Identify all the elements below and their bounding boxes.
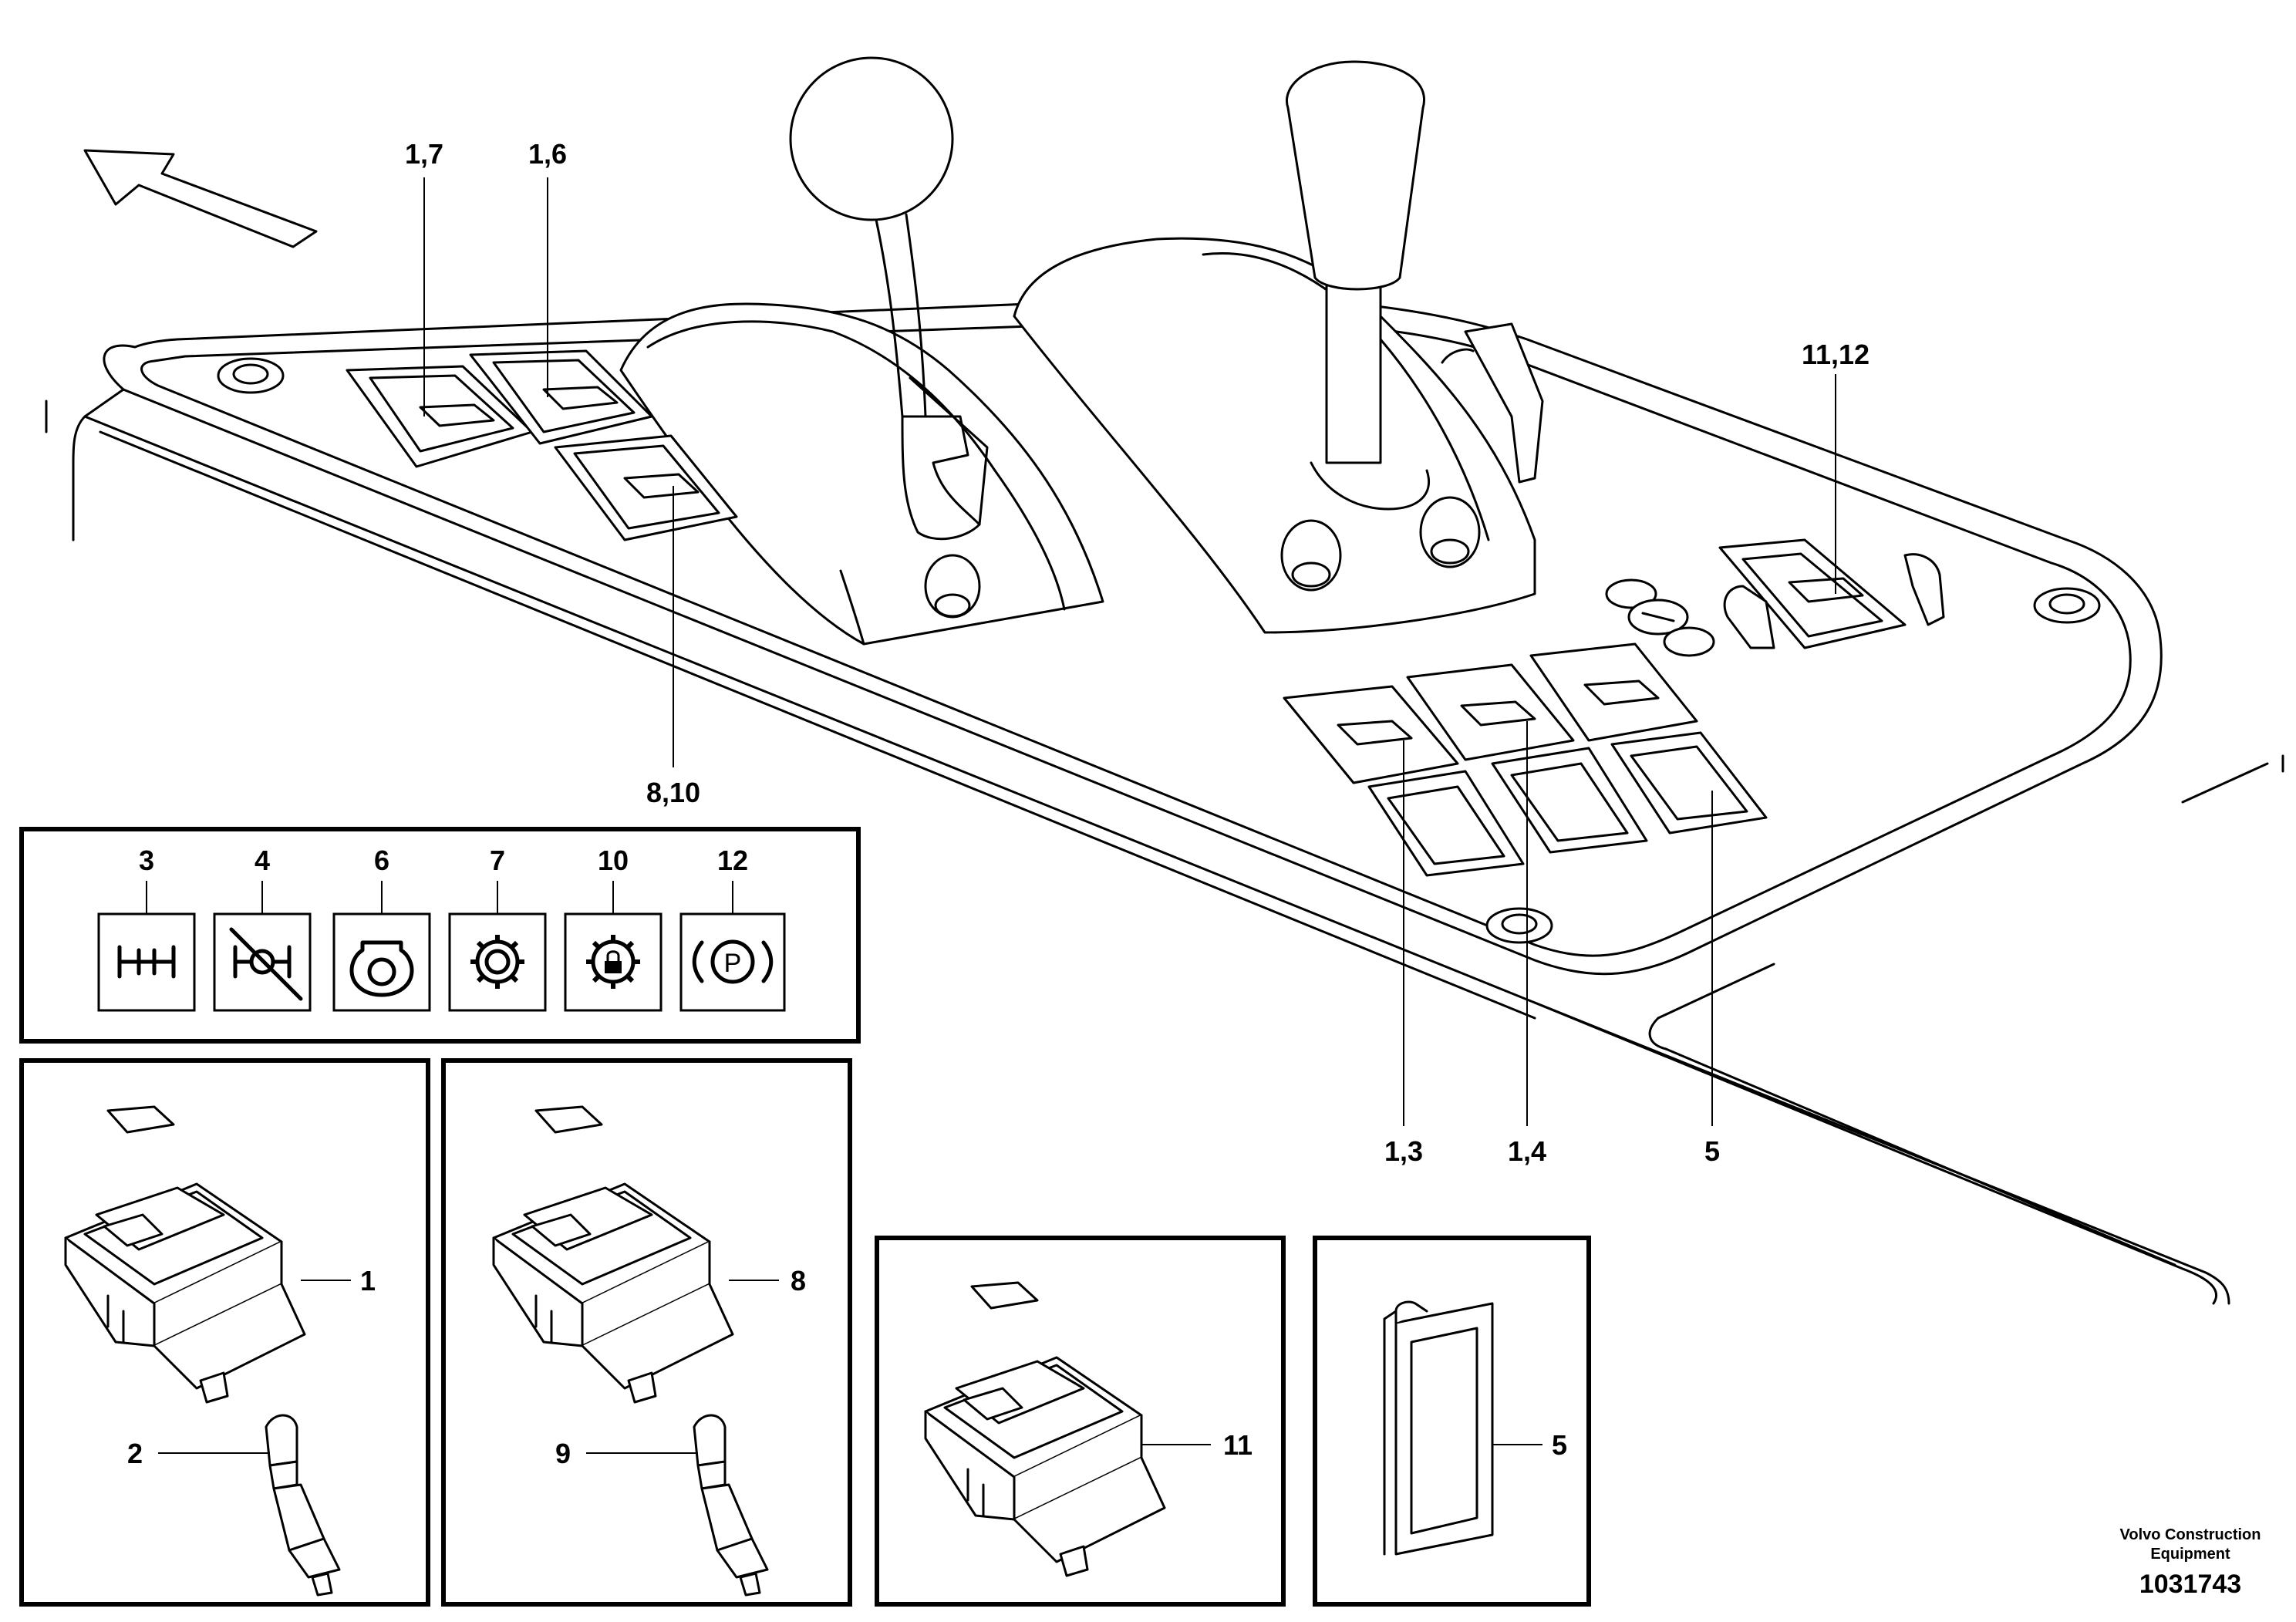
console-blank-5 <box>1610 731 1768 835</box>
part-number-9: 9 <box>555 1438 571 1469</box>
callout-1-6: 1,6 <box>528 138 567 170</box>
legend-number-6: 6 <box>374 845 389 876</box>
console-switch-1-3 <box>1283 685 1459 784</box>
parking-symbol: P <box>724 949 742 978</box>
gear-sun-icon <box>470 935 524 989</box>
console-switch-1-4 <box>1406 663 1575 761</box>
legend-number-10: 10 <box>598 845 629 876</box>
callout-1-7: 1,7 <box>405 138 443 170</box>
detail-box-blank-5: 5 <box>1313 1236 1591 1607</box>
console-switch-top-right <box>1529 642 1698 742</box>
part-number-2: 2 <box>127 1438 143 1469</box>
small-buttons <box>1605 578 1715 657</box>
console-blank-left <box>1367 770 1525 877</box>
left-lever-housing <box>619 56 1104 646</box>
tapered-knob <box>1286 60 1425 291</box>
screw-icon <box>217 357 285 394</box>
company-name-line2: Equipment <box>2150 1546 2230 1563</box>
detail-box-switch-8: 8 9 <box>441 1058 852 1607</box>
callout-5: 5 <box>1704 1135 1720 1167</box>
legend-item-3: 3 <box>97 845 196 1012</box>
callout-11-12: 11,12 <box>1802 339 1870 370</box>
console-blank-middle <box>1491 747 1648 854</box>
right-lever-housing <box>1013 60 1544 634</box>
detail-box-switch-1: 1 2 <box>19 1058 430 1607</box>
company-name-line1: Volvo Construction <box>2120 1526 2261 1543</box>
legend-item-12: 12 P <box>679 845 786 1012</box>
part-number-11: 11 <box>1223 1429 1253 1461</box>
part-number-5: 5 <box>1552 1429 1567 1461</box>
console-switch-1-6 <box>469 349 653 445</box>
differential-lock-icon <box>117 945 176 979</box>
detail-box-switch-11: 11 <box>875 1236 1286 1607</box>
callout-1-3: 1,3 <box>1384 1135 1423 1167</box>
document-number: 1031743 <box>2139 1570 2241 1599</box>
legend-item-10: 10 <box>564 845 663 1012</box>
parking-brake-icon: P <box>692 939 774 984</box>
legend-number-3: 3 <box>139 845 154 876</box>
legend-item-7: 7 <box>448 845 547 1012</box>
differential-lock-off-icon <box>229 927 303 1001</box>
ball-knob <box>789 56 954 221</box>
screw-icon <box>2033 587 2101 624</box>
console-switch-8-10 <box>554 434 738 541</box>
legend-number-12: 12 <box>717 845 748 876</box>
console-panel <box>45 56 2284 1305</box>
callout-1-4: 1,4 <box>1508 1135 1546 1167</box>
part-number-8: 8 <box>791 1265 806 1297</box>
legend-number-4: 4 <box>255 845 270 876</box>
direction-arrow-icon <box>83 149 318 248</box>
gear-lock-icon <box>586 935 640 989</box>
screw-icon <box>1485 907 1553 944</box>
console-switch-11-12 <box>1718 538 1945 649</box>
engine-icon <box>349 940 414 997</box>
legend-number-7: 7 <box>490 845 505 876</box>
callout-8-10: 8,10 <box>646 777 700 808</box>
legend-item-6: 6 <box>332 845 431 1012</box>
symbol-legend: 3 4 <box>19 827 861 1044</box>
leader-lines <box>423 177 1836 1126</box>
legend-item-4: 4 <box>213 845 312 1012</box>
part-number-1: 1 <box>360 1265 376 1297</box>
